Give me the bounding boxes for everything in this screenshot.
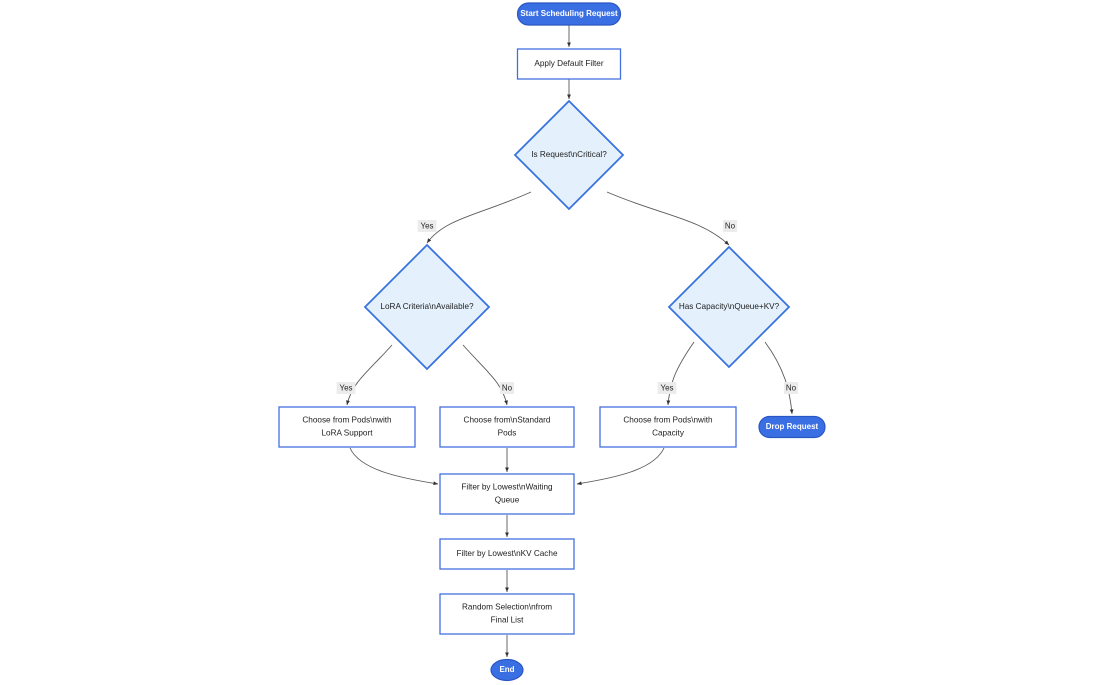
edge-label-text: No [502,384,513,393]
process-box-shape[interactable] [439,538,575,570]
node-label-text: Has Capacity\nQueue+KV? [679,302,780,311]
edge-label-text: Yes [420,222,433,231]
decision-diamond-shape[interactable] [363,243,491,371]
node-label-text: Choose from Pods\nwith [302,416,392,425]
node-label-text: Final List [491,616,524,625]
node-label-text: Is Request\nCritical? [531,150,607,159]
edge-label: Yes [417,220,437,232]
flow-edge [426,191,532,244]
edge-label-text: No [725,222,736,231]
process-box-shape[interactable] [516,48,622,80]
edge-label-background [417,220,437,232]
edge-label-text: Yes [660,384,673,393]
flow-node-apply_default_filter[interactable]: Apply Default Filter [516,48,622,80]
decision-diamond-shape[interactable] [667,245,791,369]
node-label-text: Capacity [652,429,685,438]
process-box-shape[interactable] [439,406,575,448]
process-box-shape[interactable] [439,473,575,515]
node-label-text: Apply Default Filter [534,59,603,68]
edge-label: No [499,382,515,394]
edge-label-background [657,382,677,394]
edge-label-background [499,382,515,394]
edge-label: Yes [336,382,356,394]
node-label-text: Random Selection\nfrom [462,603,552,612]
flow-edge [576,447,665,486]
flow-edge [349,447,439,486]
edge-label-background [783,382,799,394]
node-label-text: Choose from Pods\nwith [623,416,713,425]
flow-node-filter_kv_cache[interactable]: Filter by Lowest\nKV Cache [439,538,575,570]
process-box-shape[interactable] [439,593,575,635]
terminal-ellipse-shape[interactable] [490,658,524,682]
node-label-text: Pods [498,429,517,438]
edge-label-text: Yes [339,384,352,393]
flow-node-lora_criteria_available[interactable]: LoRA Criteria\nAvailable? [363,243,491,371]
edge-label-text: No [786,384,797,393]
flow-edge [462,344,508,406]
terminal-pill-shape[interactable] [516,2,622,26]
process-box-shape[interactable] [599,406,737,448]
flow-node-drop_request[interactable]: Drop Request [758,415,826,439]
node-label-text: Queue [495,496,520,505]
terminal-pill-shape[interactable] [758,415,826,439]
edge-label-background [722,220,738,232]
node-label-text: LoRA Support [322,429,374,438]
node-label-text: Choose from\nStandard [464,416,551,425]
node-label-text: Filter by Lowest\nWaiting [461,483,553,492]
flow-node-is_request_critical[interactable]: Is Request\nCritical? [513,99,625,211]
node-label-text: End [499,665,514,674]
node-label-text: Filter by Lowest\nKV Cache [456,549,557,558]
node-label-text: Drop Request [766,422,819,431]
edge-label-background [336,382,356,394]
edge-label: No [783,382,799,394]
flow-edge [764,341,794,415]
flow-edge [666,341,695,406]
flow-node-has_capacity[interactable]: Has Capacity\nQueue+KV? [667,245,791,369]
node-label-text: Start Scheduling Request [520,9,618,18]
edges-layer [346,25,794,658]
edge-label: Yes [657,382,677,394]
flow-edge [346,344,393,406]
edge-label: No [722,220,738,232]
flow-edge [606,191,730,246]
decision-diamond-shape[interactable] [513,99,625,211]
flow-node-end[interactable]: End [490,658,524,682]
process-box-shape[interactable] [278,406,416,448]
flow-node-start[interactable]: Start Scheduling Request [516,2,622,26]
node-label-text: LoRA Criteria\nAvailable? [380,302,474,311]
